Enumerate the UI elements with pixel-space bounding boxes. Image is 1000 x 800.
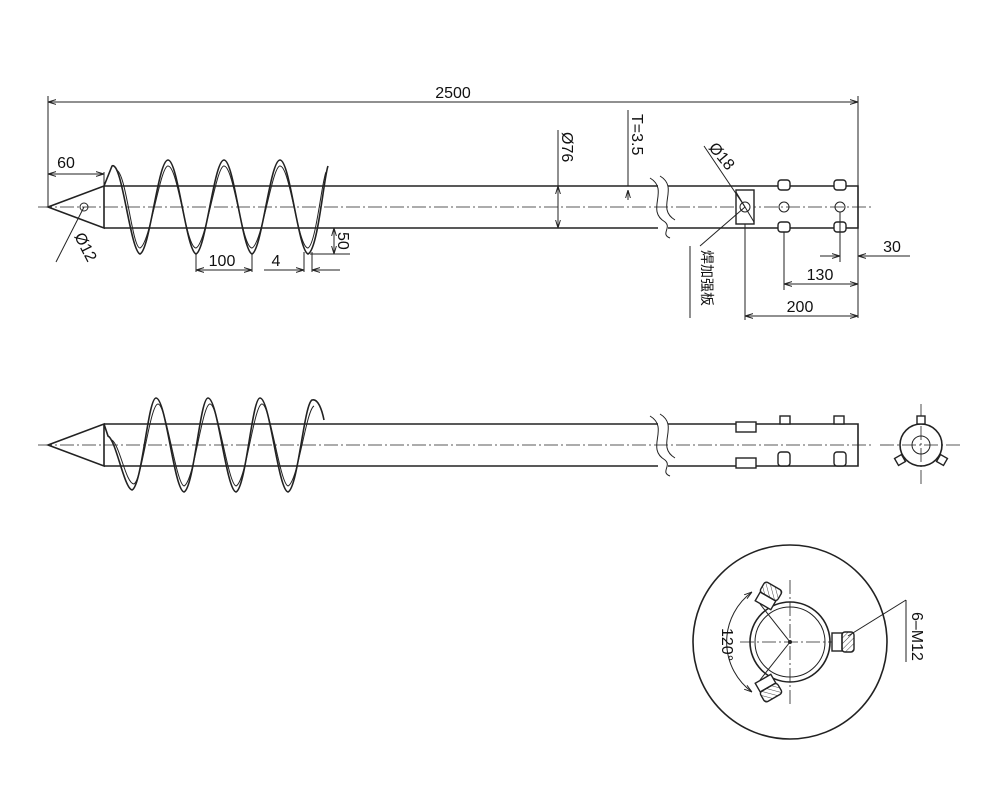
dim-plate-hole: Ø18 xyxy=(705,140,738,174)
bolt xyxy=(777,221,791,233)
bolt-head-hatched xyxy=(759,581,783,602)
weld-plate-top xyxy=(735,421,757,433)
section-bolt-lower xyxy=(754,673,783,703)
pipe-body-left xyxy=(104,185,658,229)
dim-pitch: 100 xyxy=(209,253,236,270)
bolt-head xyxy=(893,453,907,467)
side-view-top: 2500 60 Ø12 Ø76 T=3.5 Ø18 焊加强板 100 xyxy=(38,85,910,320)
dim-tip-length: 60 xyxy=(57,155,75,172)
dim-blade-thickness: 4 xyxy=(272,253,281,270)
dim-bolts: 6–M12 xyxy=(908,612,925,661)
leader-bolts xyxy=(847,599,907,637)
bolt xyxy=(777,179,791,191)
bolt-shank xyxy=(831,632,843,652)
dim-overall-length: 2500 xyxy=(435,85,471,102)
tip-hole xyxy=(79,202,89,212)
section-outer-circle xyxy=(692,544,888,740)
side-view-middle xyxy=(38,397,872,493)
pile-tip-2 xyxy=(45,422,105,468)
leader-tip-hole xyxy=(55,206,85,263)
section-radial-1 xyxy=(759,603,791,643)
pipe-body-2-left xyxy=(104,423,658,467)
end-view-small xyxy=(880,404,962,486)
dim-angle: 120° xyxy=(718,628,735,661)
bolt-head xyxy=(916,415,926,425)
weld-plate-bottom xyxy=(735,457,757,469)
section-view: 120° 6–M12 xyxy=(692,544,925,740)
dim-hole-distance: 130 xyxy=(807,267,834,284)
break-line-3 xyxy=(649,415,671,477)
bolt-head xyxy=(935,453,949,467)
section-bolt-upper xyxy=(754,581,783,611)
pile-tip xyxy=(45,184,105,230)
helix-blade-2 xyxy=(103,397,325,493)
helix-blade-2-inner xyxy=(111,403,315,487)
helix-blade-inner xyxy=(115,165,327,249)
dim-plate-distance: 200 xyxy=(787,299,814,316)
bolt-head-hatched xyxy=(841,631,855,653)
bolt xyxy=(777,451,791,467)
bolt-head-hatched xyxy=(759,682,783,703)
leader-plate-hole xyxy=(703,145,746,208)
bolt-hole xyxy=(778,201,790,213)
bolt xyxy=(833,415,845,425)
dim-end-offset: 30 xyxy=(883,239,901,256)
section-radial-2 xyxy=(759,641,791,681)
angle-arc xyxy=(726,592,752,692)
bolt xyxy=(779,415,791,425)
dim-wall-thickness: T=3.5 xyxy=(628,114,645,155)
break-line xyxy=(649,177,671,239)
dim-tip-hole: Ø12 xyxy=(70,230,99,265)
pipe-inner xyxy=(911,435,931,455)
break-line-2 xyxy=(659,175,676,221)
break-line-4 xyxy=(659,413,676,459)
dim-blade-height: 50 xyxy=(334,232,351,250)
pipe-body-2-right xyxy=(668,423,859,467)
dim-pipe-diameter: Ø76 xyxy=(558,132,575,162)
bolt-group-top xyxy=(777,179,847,233)
weld-plate-note: 焊加强板 xyxy=(699,250,715,306)
leader-weld-note xyxy=(699,206,746,247)
pipe-body-right xyxy=(668,185,859,229)
section-bolt-right xyxy=(831,631,855,653)
plate-hole xyxy=(739,201,751,213)
bolt xyxy=(833,179,847,191)
bolt xyxy=(833,451,847,467)
